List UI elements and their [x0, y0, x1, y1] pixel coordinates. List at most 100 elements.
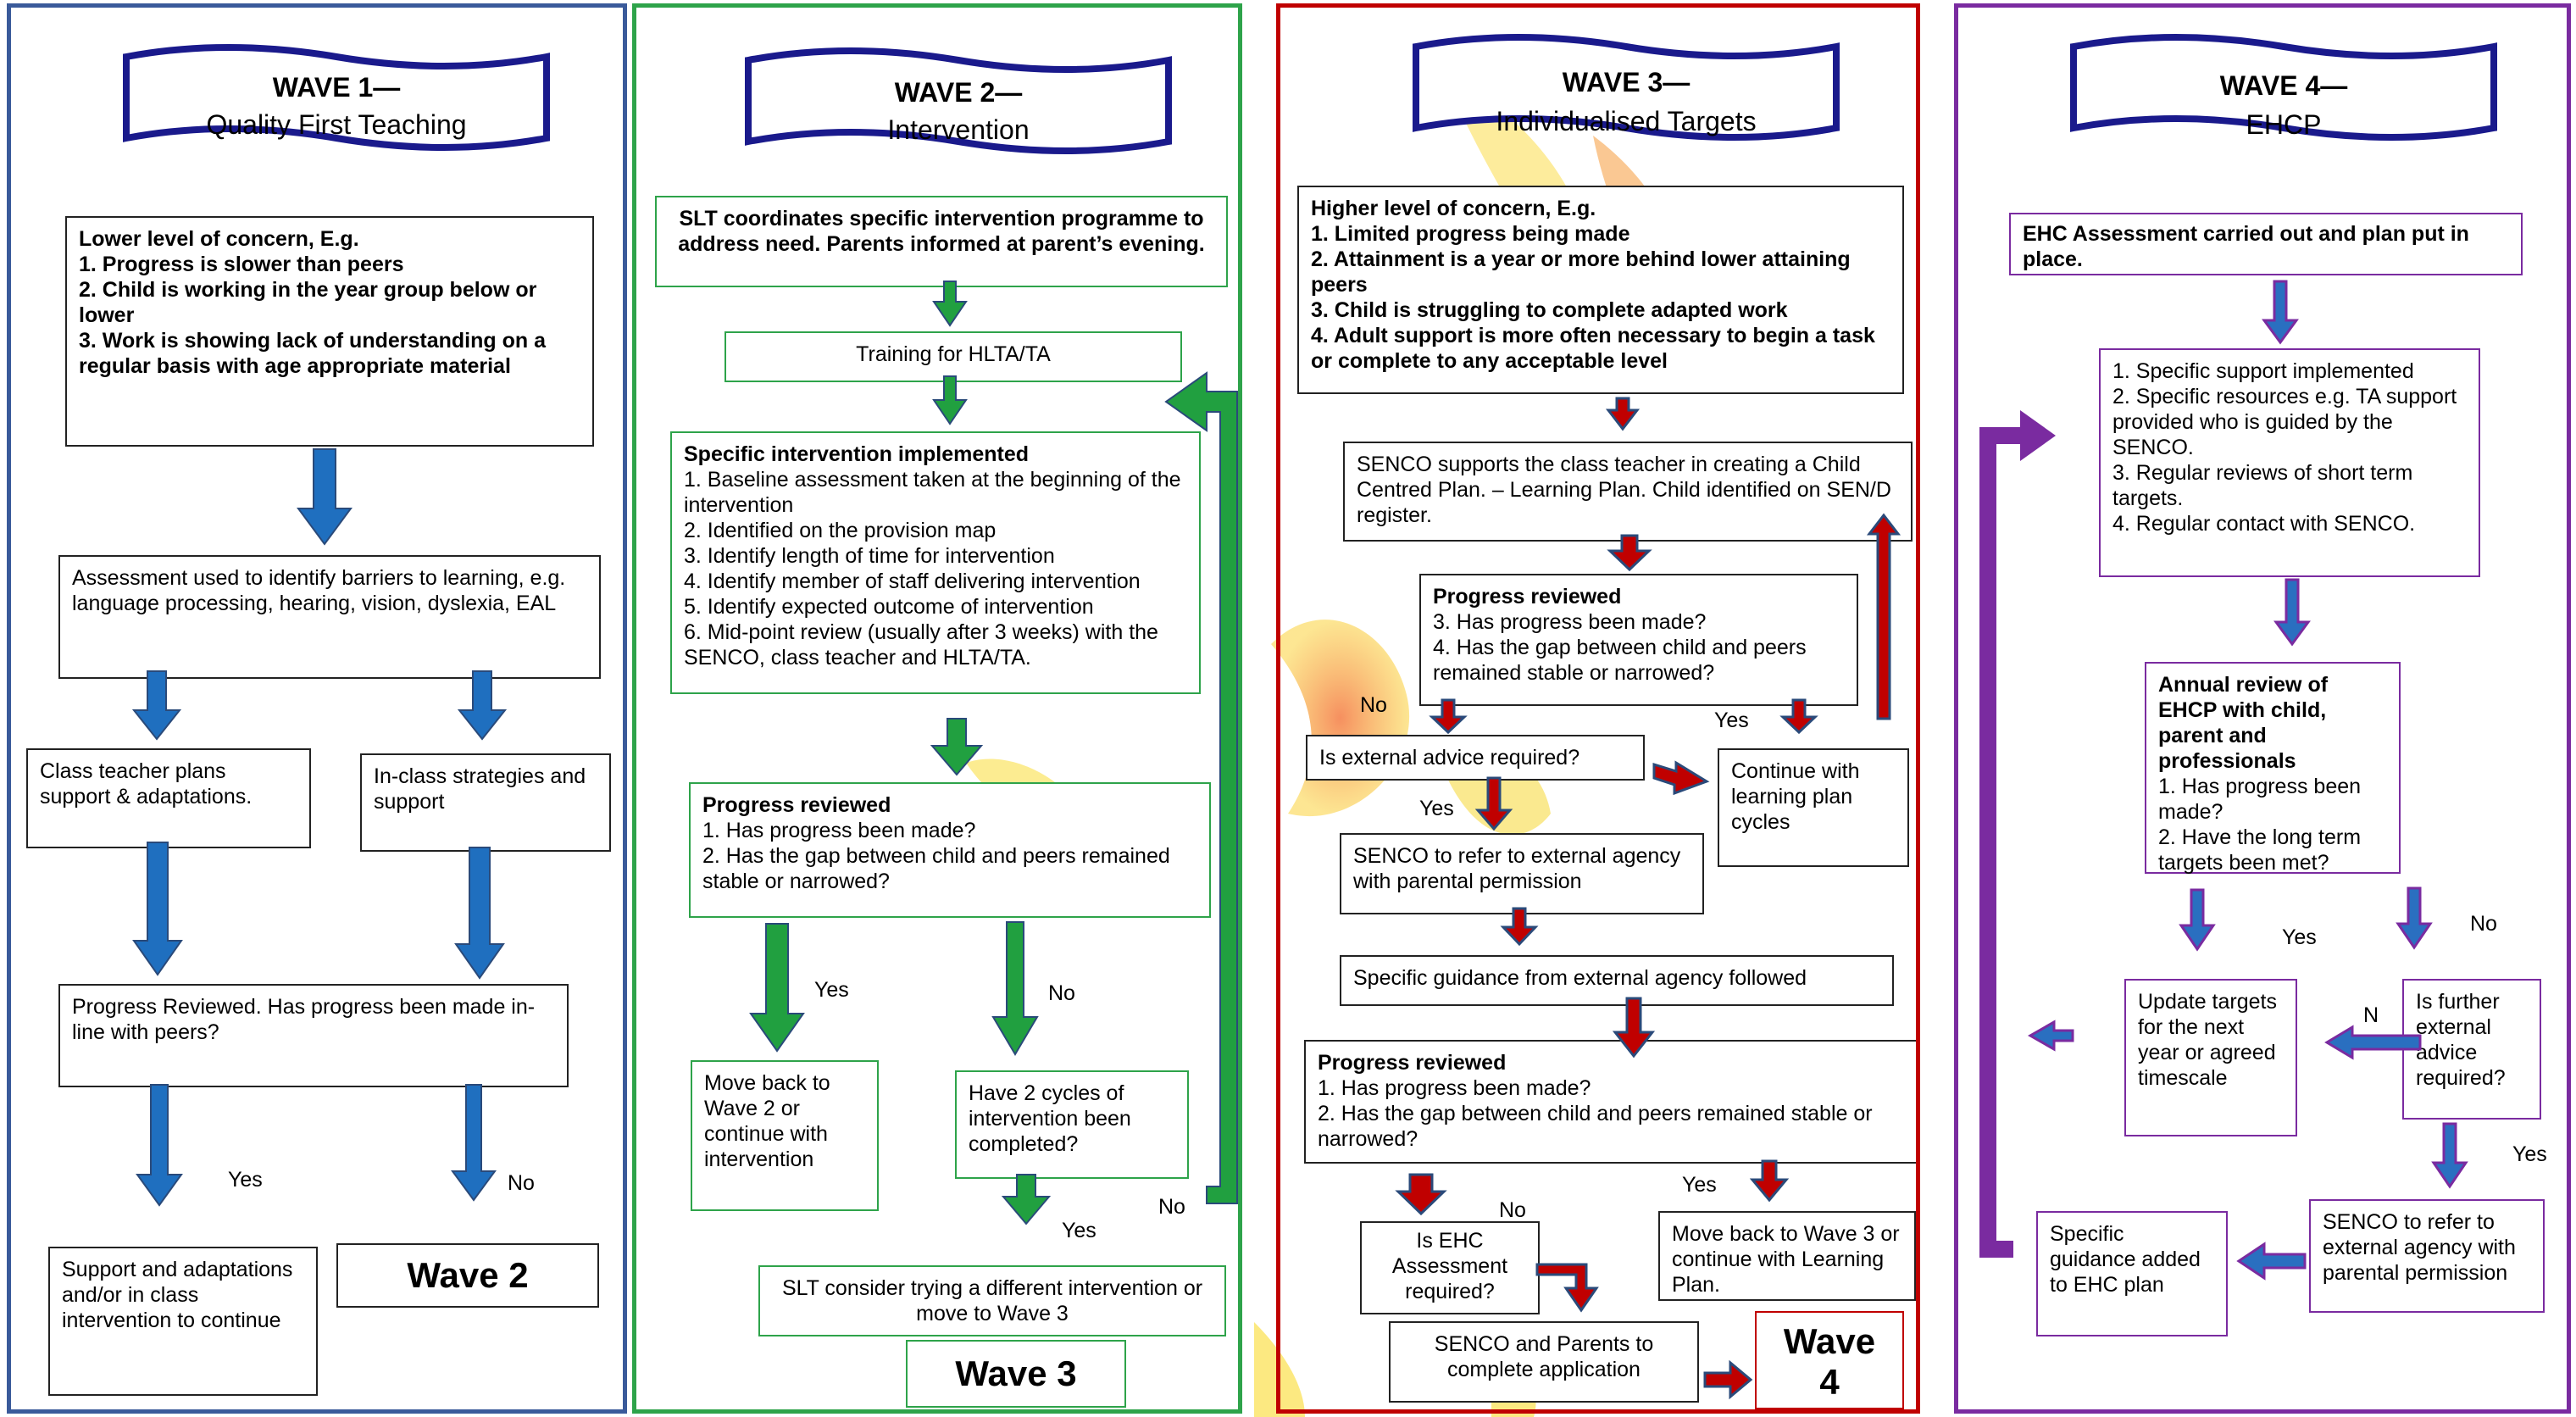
wave3-external-box: Is external advice required?: [1306, 735, 1645, 781]
wave2-progress-heading: Progress reviewed: [702, 793, 891, 817]
wave2-yes2-label: Yes: [1062, 1219, 1096, 1242]
wave3-title: WAVE 3—: [1562, 67, 1690, 97]
wave3-no-label: No: [1360, 693, 1387, 717]
arrow-down-icon: [1749, 1159, 1790, 1203]
loop-back-arrow-icon: [1164, 371, 1238, 1204]
wave2-specific-item-2: 2. Identified on the provision map: [684, 519, 997, 542]
wave3-guidance-box: Specific guidance from external agency f…: [1340, 955, 1894, 1006]
wave2-wave3-box: Wave 3: [906, 1340, 1126, 1408]
wave1-support-box: Support and adaptations and/or in class …: [48, 1247, 318, 1396]
wave3-yes3-label: Yes: [1682, 1173, 1717, 1197]
arrow-down-icon: [457, 670, 508, 741]
wave4-senco-box: SENCO to refer to external agency with p…: [2309, 1199, 2545, 1313]
wave2-specific-box: Specific intervention implemented 1. Bas…: [670, 431, 1201, 694]
wave4-support-item-3: 3. Regular reviews of short term targets…: [2112, 461, 2413, 510]
wave2-title: WAVE 2—: [894, 77, 1023, 108]
arrow-down-icon: [454, 847, 505, 980]
wave1-concern-item-1: 1. Progress is slower than peers: [79, 253, 404, 276]
wave1-concern-item-3: 3. Work is showing lack of understanding…: [79, 329, 547, 378]
wave3-subtitle: Individualised Targets: [1496, 106, 1757, 136]
arrow-down-icon: [1607, 534, 1652, 572]
wave3-progress2-item-1: 1. Has progress been made?: [1318, 1076, 1591, 1100]
wave3-concern-item-4: 4. Adult support is more often necessary…: [1311, 324, 1875, 373]
arrow-down-icon: [1612, 997, 1656, 1059]
wave1-banner: WAVE 1— Quality First Teaching: [116, 38, 557, 165]
wave2-panel: WAVE 2— Intervention SLT coordinates spe…: [632, 3, 1242, 1414]
wave2-move-back-box: Move back to Wave 2 or continue with int…: [691, 1060, 879, 1211]
arrow-down-icon: [1605, 397, 1641, 431]
wave4-yes-label: Yes: [2282, 925, 2317, 949]
arrow-down-icon: [2179, 888, 2216, 952]
wave3-ehc-box: Is EHC Assessment required?: [1360, 1221, 1540, 1314]
wave3-no2-label: No: [1499, 1198, 1526, 1222]
wave3-move-back-box: Move back to Wave 3 or continue with Lea…: [1658, 1211, 1916, 1301]
wave3-banner: WAVE 3— Individualised Targets: [1406, 28, 1846, 155]
wave4-support-box: 1. Specific support implemented 2. Speci…: [2099, 348, 2480, 577]
wave4-annual-box: Annual review of EHCP with child, parent…: [2145, 662, 2401, 875]
arrow-left-icon: [2236, 1242, 2307, 1281]
arrow-down-icon: [932, 375, 968, 425]
wave3-continue-box: Continue with learning plan cycles: [1718, 748, 1909, 867]
wave3-concern-item-3: 3. Child is struggling to complete adapt…: [1311, 298, 1788, 322]
wave3-concern-item-2: 2. Attainment is a year or more behind l…: [1311, 247, 1851, 297]
wave3-progress2-item-2: 2. Has the gap between child and peers r…: [1318, 1102, 1873, 1151]
wave2-banner: WAVE 2— Intervention: [738, 42, 1179, 169]
wave4-update-box: Update targets for the next year or agre…: [2124, 979, 2297, 1136]
wave3-concern-box: Higher level of concern, E.g. 1. Limited…: [1297, 186, 1904, 394]
arrow-down-icon: [1001, 1174, 1052, 1225]
wave4-no-label: No: [2470, 912, 2497, 936]
wave3-wave4-box: Wave 4: [1755, 1311, 1904, 1409]
wave1-yes-label: Yes: [228, 1168, 263, 1192]
wave2-progress-box: Progress reviewed 1. Has progress been m…: [689, 782, 1211, 918]
wave3-progress-item-1: 3. Has progress been made?: [1433, 610, 1707, 634]
wave3-yes2-label: Yes: [1419, 797, 1454, 820]
wave3-progress-item-2: 4. Has the gap between child and peers r…: [1433, 636, 1807, 685]
wave2-subtitle: Intervention: [887, 114, 1030, 145]
wave4-banner: WAVE 4— EHCP: [2063, 28, 2504, 155]
arrow-up-icon: [1866, 513, 1901, 720]
arrow-bend-icon: [1535, 1263, 1599, 1313]
arrow-down-icon: [2273, 578, 2311, 647]
wave2-specific-item-3: 3. Identify length of time for intervent…: [684, 544, 1055, 568]
wave3-progress2-box: Progress reviewed 1. Has progress been m…: [1304, 1040, 1916, 1164]
wave4-support-item-4: 4. Regular contact with SENCO.: [2112, 512, 2416, 536]
wave4-annual-item-2: 2. Have the long term targets been met?: [2158, 825, 2362, 875]
wave4-support-item-2: 2. Specific resources e.g. TA support pr…: [2112, 385, 2457, 459]
loop-back-arrow-icon: [1979, 410, 2056, 1258]
wave2-specific-item-4: 4. Identify member of staff delivering i…: [684, 570, 1141, 593]
wave2-progress-item-1: 1. Has progress been made?: [702, 819, 976, 842]
wave4-further-box: Is further external advice required?: [2402, 979, 2541, 1120]
wave1-subtitle: Quality First Teaching: [206, 109, 467, 140]
arrow-down-icon: [932, 281, 968, 327]
wave2-no-label: No: [1048, 981, 1075, 1005]
wave2-specific-item-1: 1. Baseline assessment taken at the begi…: [684, 468, 1181, 517]
arrow-down-icon: [1779, 698, 1818, 735]
wave2-slt-consider-box: SLT consider trying a different interven…: [758, 1265, 1226, 1336]
wave1-concern-box: Lower level of concern, E.g. 1. Progress…: [65, 216, 594, 447]
wave2-specific-item-6: 6. Mid-point review (usually after 3 wee…: [684, 620, 1158, 670]
wave3-panel: WAVE 3— Individualised Targets Higher le…: [1276, 3, 1920, 1414]
wave4-support-item-1: 1. Specific support implemented: [2112, 359, 2414, 383]
wave3-progress-box: Progress reviewed 3. Has progress been m…: [1419, 574, 1858, 706]
arrow-down-icon: [451, 1084, 497, 1202]
wave3-progress2-heading: Progress reviewed: [1318, 1051, 1507, 1075]
wave2-specific-heading: Specific intervention implemented: [684, 442, 1030, 466]
wave1-assessment-box: Assessment used to identify barriers to …: [58, 555, 601, 679]
wave1-no-label: No: [508, 1171, 535, 1195]
arrow-down-icon: [136, 1084, 183, 1207]
wave3-senco-box: SENCO supports the class teacher in crea…: [1343, 442, 1913, 542]
wave1-panel: WAVE 1— Quality First Teaching Lower lev…: [7, 3, 627, 1414]
wave1-progress-box: Progress Reviewed. Has progress been mad…: [58, 984, 569, 1087]
wave4-yes2-label: Yes: [2512, 1142, 2547, 1166]
arrow-down-icon: [1429, 698, 1468, 735]
arrow-down-icon: [297, 448, 353, 546]
arrow-left-icon: [2027, 1020, 2074, 1052]
wave3-senco-parents-box: SENCO and Parents to complete applicatio…: [1389, 1321, 1699, 1403]
wave2-two-cycles-box: Have 2 cycles of intervention been compl…: [955, 1070, 1189, 1179]
wave2-slt-box: SLT coordinates specific intervention pr…: [655, 196, 1228, 287]
wave2-yes-label: Yes: [814, 978, 849, 1002]
wave1-wave2-box: Wave 2: [336, 1243, 599, 1308]
wave2-progress-item-2: 2. Has the gap between child and peers r…: [702, 844, 1170, 893]
wave4-panel: WAVE 4— EHCP EHC Assessment carried out …: [1954, 3, 2571, 1414]
wave3-concern-heading: Higher level of concern, E.g.: [1311, 197, 1596, 220]
